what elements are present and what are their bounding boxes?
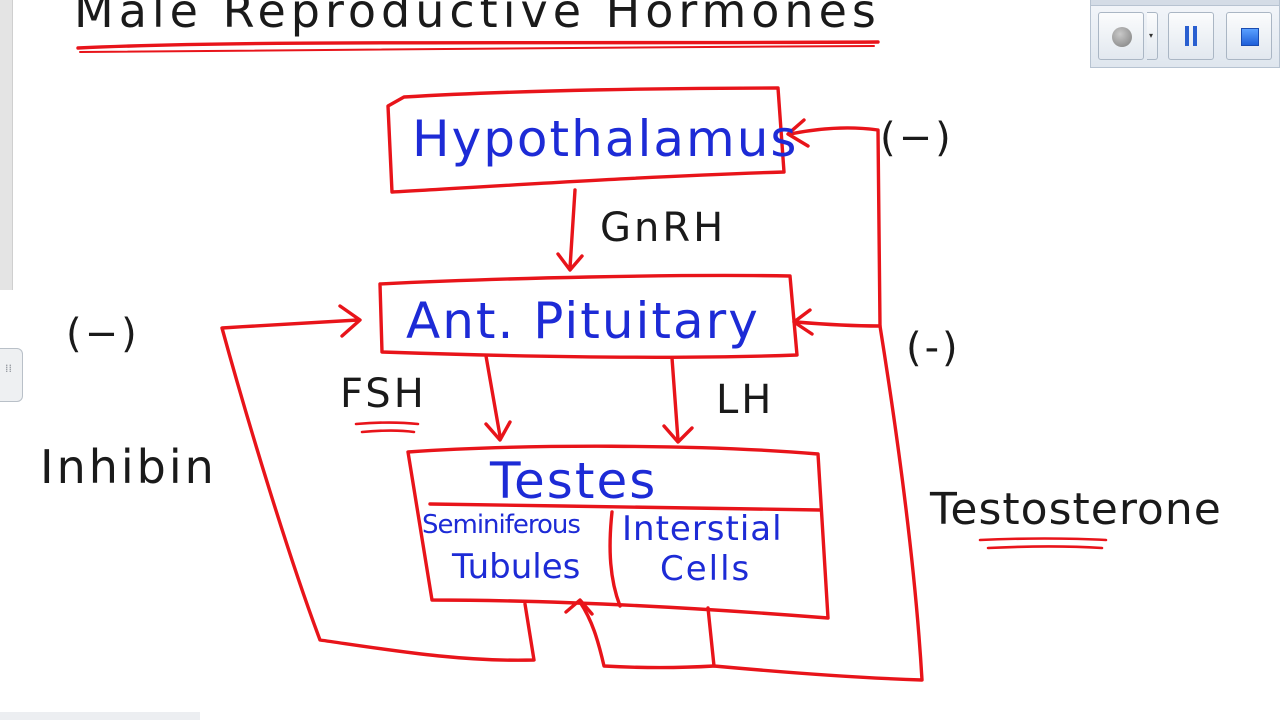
page-title: Male Reproductive Hormones bbox=[74, 0, 881, 38]
scrollbar-track[interactable] bbox=[0, 0, 13, 290]
title-underline-2 bbox=[79, 45, 875, 53]
testes-divider-horizontal bbox=[428, 502, 822, 512]
ant-pituitary-box bbox=[378, 273, 799, 360]
grip-icon: ⁞⁞ bbox=[5, 362, 12, 375]
bottom-scrollbar[interactable] bbox=[0, 712, 200, 720]
toolbar-top-strip bbox=[1091, 0, 1279, 6]
hypothalamus-negative-sign: (−) bbox=[880, 115, 954, 161]
ant-pituitary-label: Ant. Pituitary bbox=[406, 292, 760, 350]
title-underline bbox=[76, 40, 880, 50]
record-options-dropdown[interactable]: ▾ bbox=[1147, 12, 1158, 60]
fsh-underline bbox=[354, 421, 420, 426]
inhibin-feedback-line bbox=[220, 318, 536, 662]
lh-label: LH bbox=[716, 377, 775, 423]
tubules-label: Tubules bbox=[452, 547, 581, 587]
testes-divider-vertical bbox=[608, 510, 622, 608]
testosterone-feedback-line bbox=[706, 126, 924, 682]
gnrh-arrow bbox=[568, 188, 577, 270]
chevron-down-icon: ▾ bbox=[1149, 31, 1154, 40]
stop-button[interactable] bbox=[1226, 12, 1272, 60]
testosterone-to-tubules-line bbox=[578, 600, 716, 670]
pause-button[interactable] bbox=[1168, 12, 1214, 60]
hypothalamus-label: Hypothalamus bbox=[412, 110, 799, 168]
record-icon bbox=[1112, 27, 1132, 47]
testes-box bbox=[406, 444, 830, 620]
fsh-arrow bbox=[484, 354, 502, 438]
testosterone-label: Testosterone bbox=[930, 484, 1222, 535]
testosterone-to-pituitary-line bbox=[794, 320, 882, 328]
fsh-label: FSH bbox=[340, 371, 427, 417]
record-button[interactable] bbox=[1098, 12, 1144, 60]
side-panel-handle[interactable]: ⁞⁞ bbox=[0, 348, 23, 402]
pituitary-negative-sign: (-) bbox=[906, 325, 961, 371]
pause-icon bbox=[1185, 26, 1199, 46]
gnrh-label: GnRH bbox=[600, 205, 727, 251]
testosterone-underline bbox=[978, 537, 1108, 542]
seminiferous-label: Seminiferous bbox=[422, 510, 581, 540]
testes-label: Testes bbox=[490, 452, 658, 510]
stop-icon bbox=[1241, 28, 1259, 46]
hypothalamus-box bbox=[386, 86, 786, 194]
inhibin-negative-sign: (−) bbox=[66, 311, 140, 357]
interstitial-label: Interstial bbox=[622, 509, 783, 549]
lh-arrow bbox=[670, 356, 680, 442]
inhibin-label: Inhibin bbox=[40, 440, 217, 494]
cells-label: Cells bbox=[660, 549, 752, 589]
